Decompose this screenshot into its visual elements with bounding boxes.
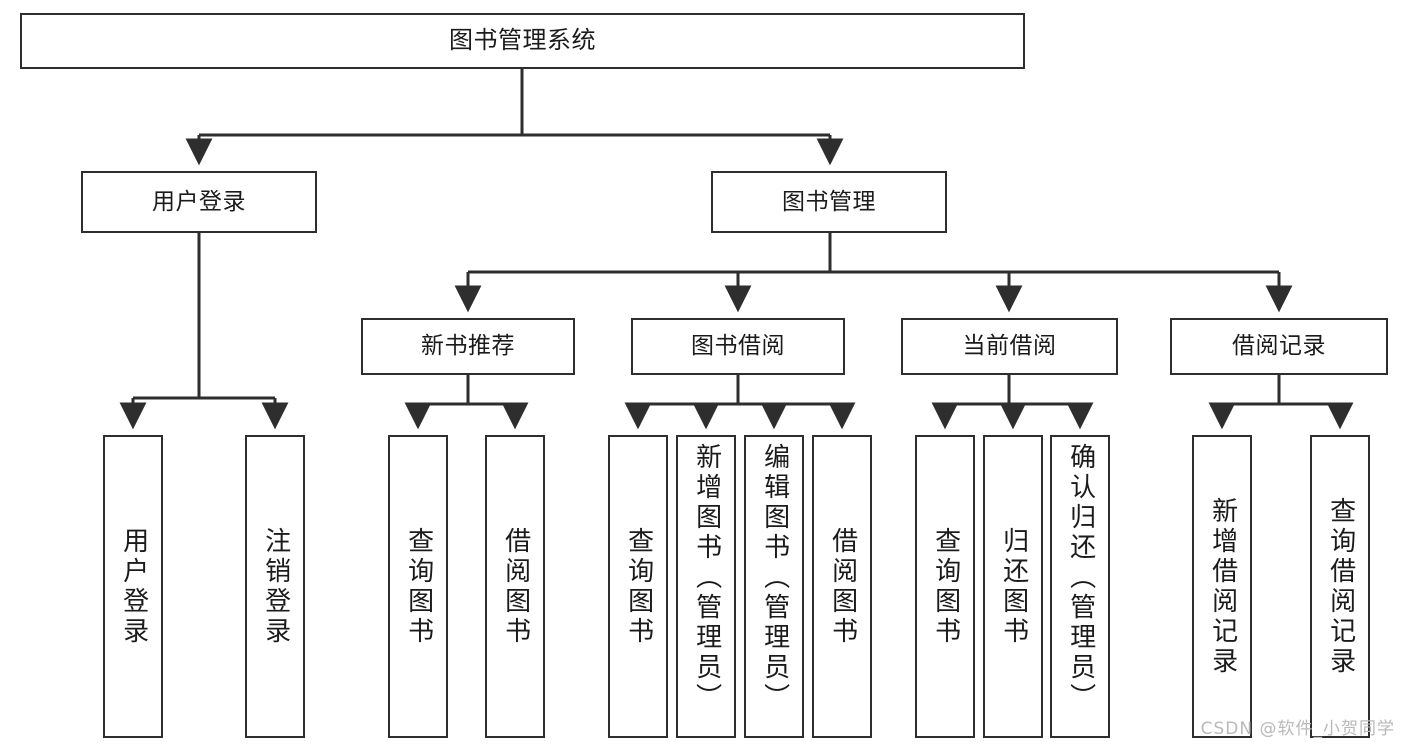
node-leaf-query-book-3-label: 查询图书	[930, 526, 961, 647]
node-root-label: 图书管理系统	[449, 26, 596, 55]
node-leaf-add-record-label: 新增借阅记录	[1207, 496, 1238, 677]
node-leaf-borrow-book-2-label: 借阅图书	[827, 526, 858, 647]
node-leaf-query-book-1[interactable]: 查询图书	[388, 435, 448, 738]
node-borrow-record-label: 借阅记录	[1232, 333, 1326, 360]
node-leaf-query-book-2-label: 查询图书	[623, 526, 654, 647]
node-new-book-rec-label: 新书推荐	[421, 333, 515, 360]
node-leaf-return-book-label: 归还图书	[998, 526, 1029, 647]
watermark-text: CSDN @软件_小贺同学	[1200, 719, 1395, 739]
node-book-manage[interactable]: 图书管理	[711, 171, 947, 233]
node-leaf-query-book-2[interactable]: 查询图书	[608, 435, 668, 738]
node-leaf-logout[interactable]: 注销登录	[245, 435, 305, 738]
node-current-borrow[interactable]: 当前借阅	[901, 318, 1118, 375]
node-leaf-borrow-book-2[interactable]: 借阅图书	[812, 435, 872, 738]
node-leaf-borrow-book-1-label: 借阅图书	[500, 526, 531, 647]
node-leaf-borrow-book-1[interactable]: 借阅图书	[485, 435, 545, 738]
node-book-manage-label: 图书管理	[782, 188, 876, 215]
node-leaf-add-book[interactable]: 新增图书（管理员）	[676, 435, 736, 738]
node-leaf-query-book-3[interactable]: 查询图书	[915, 435, 975, 738]
node-leaf-add-record[interactable]: 新增借阅记录	[1192, 435, 1252, 738]
node-leaf-logout-label: 注销登录	[260, 526, 291, 647]
node-leaf-edit-book-label: 编辑图书（管理员）	[759, 443, 790, 713]
node-leaf-user-login[interactable]: 用户登录	[103, 435, 163, 738]
node-leaf-query-book-1-label: 查询图书	[403, 526, 434, 647]
node-leaf-confirm-return-label: 确认归还（管理员）	[1065, 443, 1096, 713]
node-leaf-return-book[interactable]: 归还图书	[983, 435, 1043, 738]
node-user-login-label: 用户登录	[152, 188, 246, 215]
node-leaf-query-record-label: 查询借阅记录	[1325, 496, 1356, 677]
node-new-book-rec[interactable]: 新书推荐	[361, 318, 575, 375]
node-root[interactable]: 图书管理系统	[20, 13, 1025, 69]
node-leaf-edit-book[interactable]: 编辑图书（管理员）	[744, 435, 804, 738]
node-leaf-confirm-return[interactable]: 确认归还（管理员）	[1050, 435, 1110, 738]
node-user-login[interactable]: 用户登录	[81, 171, 317, 233]
node-leaf-add-book-label: 新增图书（管理员）	[691, 443, 722, 713]
node-borrow-record[interactable]: 借阅记录	[1170, 318, 1388, 375]
node-leaf-user-login-label: 用户登录	[118, 526, 149, 647]
node-current-borrow-label: 当前借阅	[962, 333, 1057, 360]
node-leaf-query-record[interactable]: 查询借阅记录	[1310, 435, 1370, 738]
node-book-borrow-label: 图书借阅	[691, 333, 785, 360]
node-book-borrow[interactable]: 图书借阅	[631, 318, 845, 375]
